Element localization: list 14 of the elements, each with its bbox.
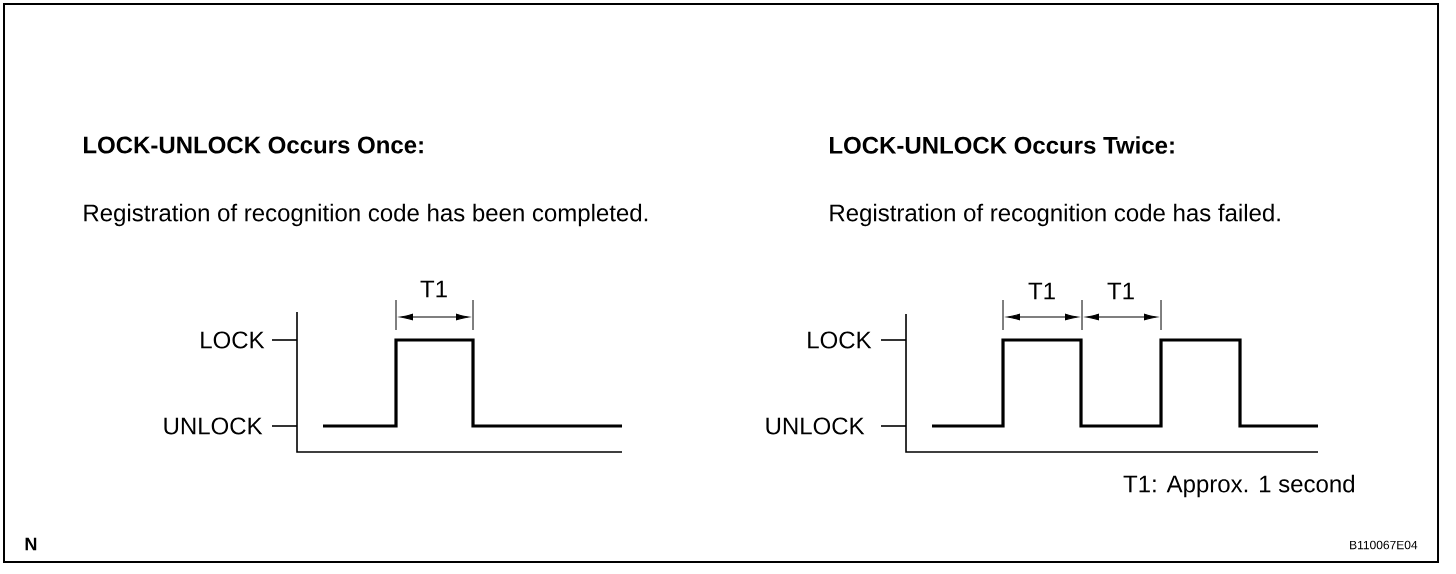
note: T1: Approx. 1 second	[1123, 474, 1354, 498]
signal-level-label: UNLOCK	[766, 417, 865, 435]
figure-code: B110067E04	[1350, 540, 1418, 550]
heading: LOCK-UNLOCK Occurs Once:	[84, 136, 423, 154]
signal-level-label: LOCK	[808, 331, 872, 349]
description-text: Registration of recognition code has failed.	[830, 203, 1280, 227]
signal-level-label: LOCK	[201, 331, 265, 349]
section-marker: N	[25, 537, 37, 551]
signal-level-label: UNLOCK	[164, 417, 263, 435]
dimension-label: T1	[420, 280, 447, 298]
description-text: Registration of recognition code has been completed.	[84, 203, 648, 227]
dimension-label: T1	[1107, 282, 1134, 300]
dimension-label: T1	[1028, 282, 1055, 300]
heading: LOCK-UNLOCK Occurs Twice:	[830, 136, 1174, 154]
